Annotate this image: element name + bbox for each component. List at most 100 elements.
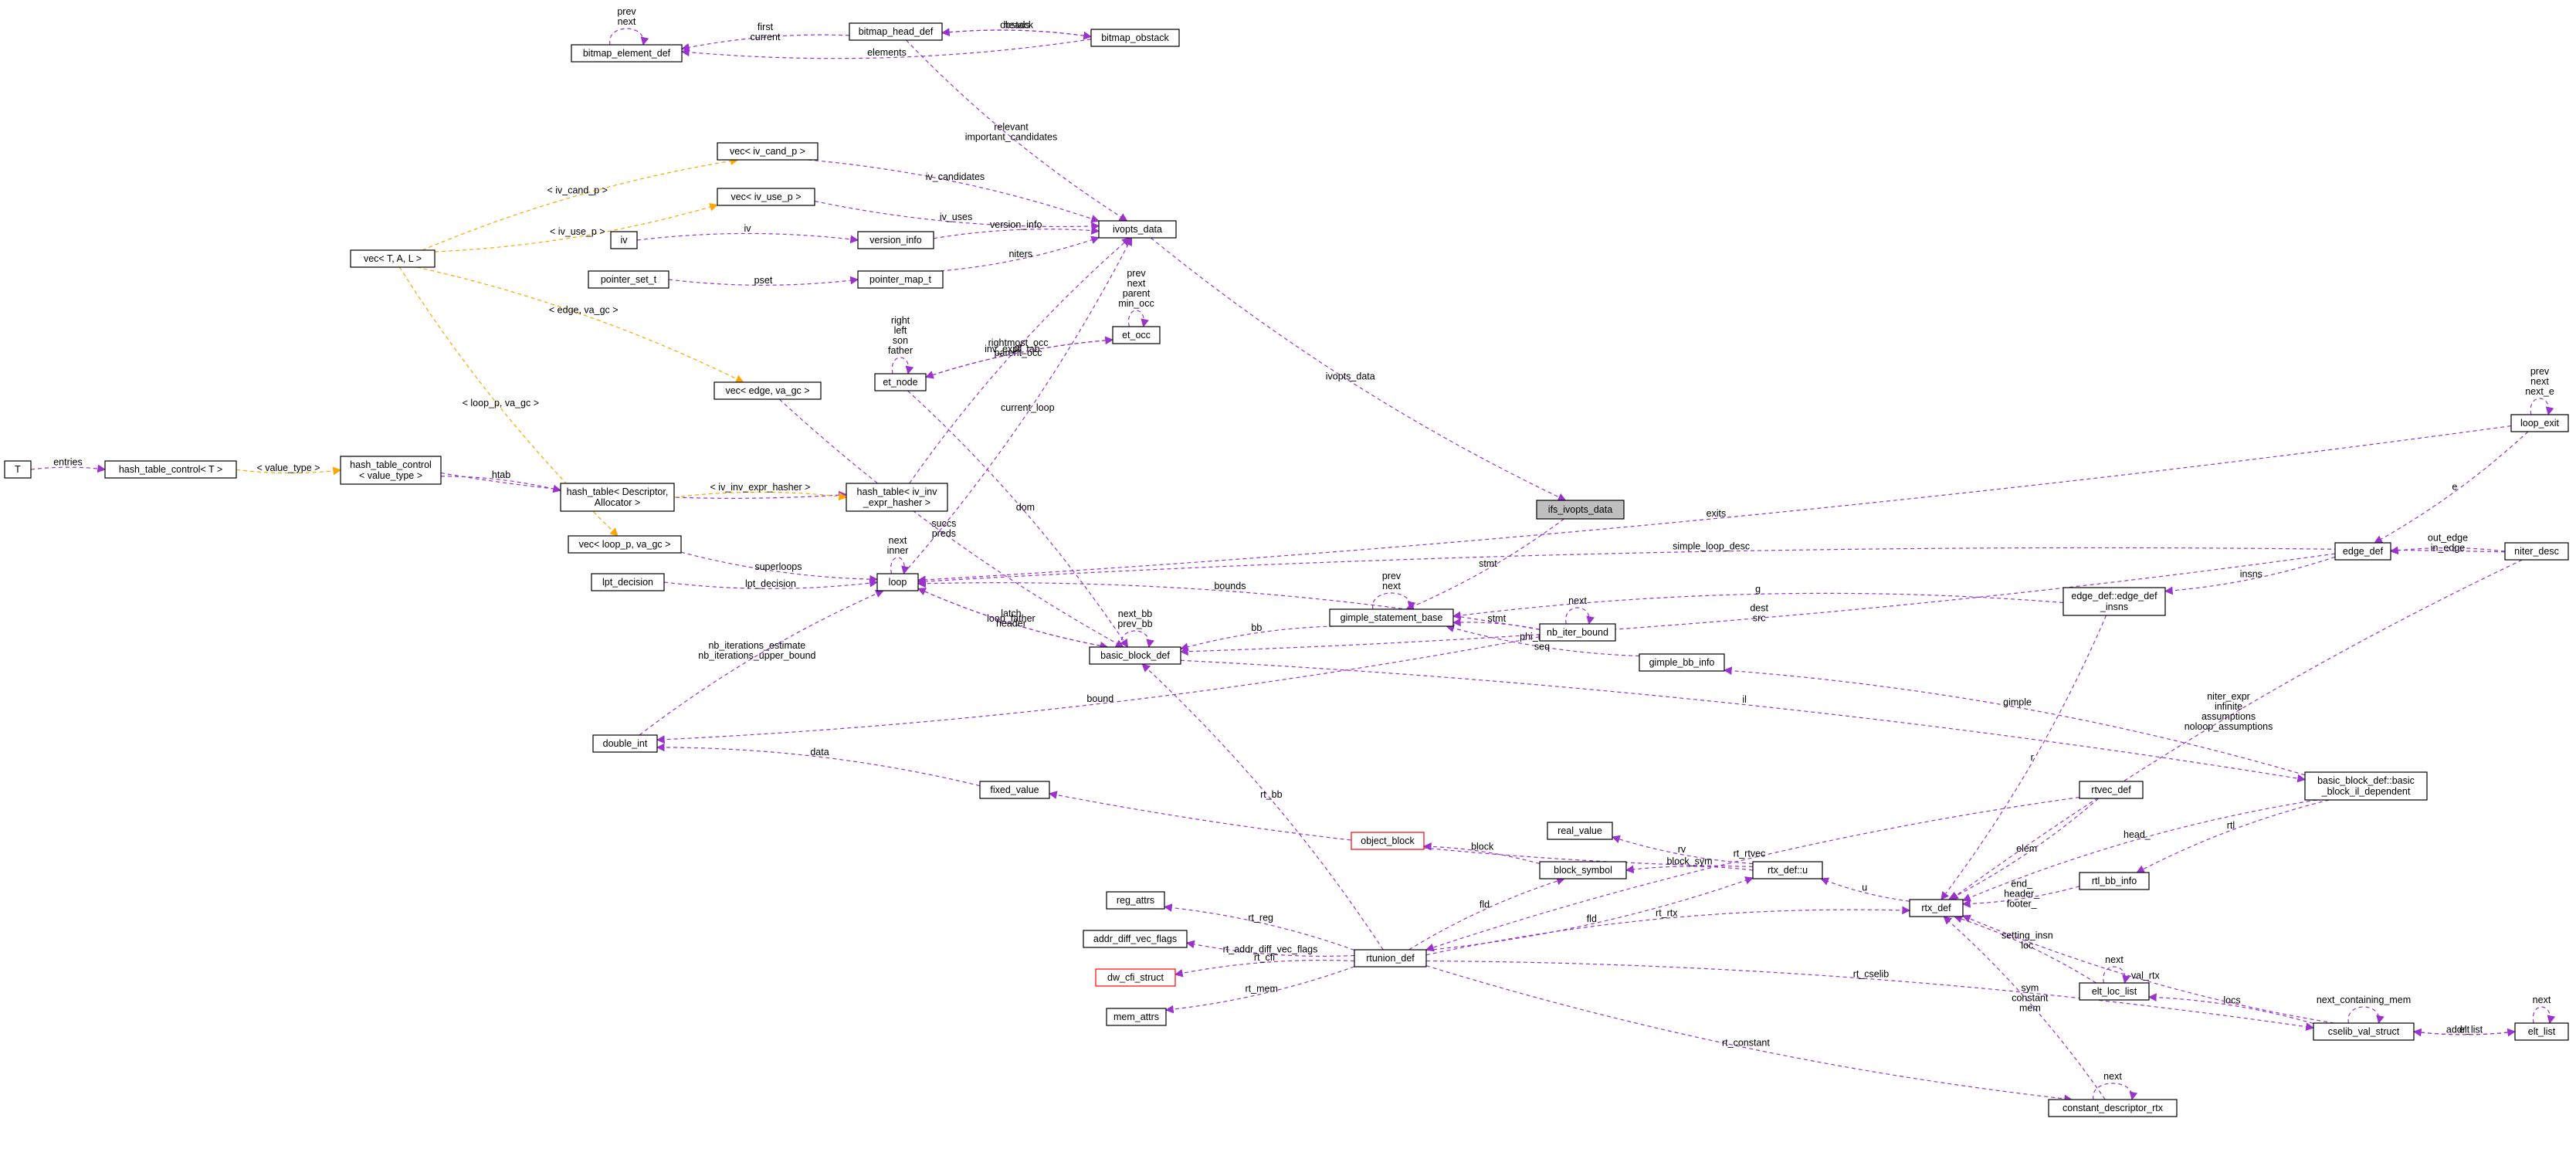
edge-line <box>907 390 1129 648</box>
node-pointer-map-t[interactable]: pointer_map_t <box>857 270 944 289</box>
edge-line <box>891 357 914 375</box>
node-cselib-val-struct[interactable]: cselib_val_struct <box>2313 1022 2415 1041</box>
node-lpt-decision[interactable]: lpt_decision <box>591 573 665 591</box>
edge-hash_table_control_T-to-hash_table_control_vt: < value_type > <box>236 463 342 476</box>
edge-label: dom <box>1016 502 1035 513</box>
node-box <box>350 249 436 268</box>
edge-line <box>2389 546 2506 555</box>
node-constant-descriptor-rtx[interactable]: constant_descriptor_rtx <box>2048 1099 2178 1117</box>
node-block-symbol[interactable]: block_symbol <box>1539 861 1627 879</box>
node-rtx-def[interactable]: rtx_def <box>1909 899 1964 917</box>
edge-label: obstack <box>1000 20 1034 31</box>
node-ifs-ivopts-data[interactable]: ifs_ivopts_data <box>1536 500 1625 520</box>
node-label: _block_il_dependent <box>2321 786 2411 797</box>
edge-label: fld <box>1480 899 1490 910</box>
edge-label: next_e <box>2525 386 2554 397</box>
edge-label: pset <box>754 275 773 286</box>
node-mem-attrs[interactable]: mem_attrs <box>1106 1008 1167 1026</box>
node-box <box>1112 326 1161 344</box>
node-label: vec< iv_use_p > <box>730 191 801 202</box>
node-fixed-value[interactable]: fixed_value <box>979 781 1050 799</box>
edge-label: src <box>1753 612 1766 623</box>
node-double-int[interactable]: double_int <box>592 734 658 753</box>
edge-label: header <box>996 618 1026 629</box>
node-edge-def-insns[interactable]: edge_def::edge_def_insns <box>2062 587 2166 616</box>
edge-label: next <box>2533 995 2551 1005</box>
node-bitmap-head-def[interactable]: bitmap_head_def <box>849 22 943 41</box>
node-label: hash_table_control< T > <box>119 464 222 475</box>
node-et-node[interactable]: et_node <box>874 373 927 391</box>
edge-line <box>1425 796 2080 952</box>
node-object-block[interactable]: object_block <box>1351 832 1425 850</box>
node-hash-table-control-vt[interactable]: hash_table_control< value_type > <box>340 456 442 485</box>
edge-line <box>1185 940 1355 957</box>
node-vec-TAL[interactable]: vec< T, A, L > <box>350 249 436 268</box>
node-et-occ[interactable]: et_occ <box>1112 326 1161 344</box>
node-pointer-set-t[interactable]: pointer_set_t <box>588 270 669 289</box>
node-bitmap-element-def[interactable]: bitmap_element_def <box>571 44 683 63</box>
node-label: rtl_bb_info <box>2092 876 2137 886</box>
node-ivopts-data[interactable]: ivopts_data <box>1098 220 1177 239</box>
edge-line <box>236 466 342 476</box>
edge-line <box>434 202 719 252</box>
node-rtl-bb-info[interactable]: rtl_bb_info <box>2079 872 2150 890</box>
node-addr-diff-vec-flags[interactable]: addr_diff_vec_flags <box>1083 930 1188 948</box>
node-loop-exit[interactable]: loop_exit <box>2510 414 2569 432</box>
node-label: hash_table< Descriptor, <box>567 486 669 497</box>
node-label: cselib_val_struct <box>2328 1026 2400 1037</box>
edge-label: next <box>1568 595 1587 606</box>
edge-line <box>1452 592 2064 620</box>
edge-label: in_edge <box>2431 543 2466 554</box>
node-niter-desc[interactable]: niter_desc <box>2504 542 2569 561</box>
edge-vec_TAL-to-vec_edge: < edge, va_gc > <box>416 266 744 383</box>
edge-rtunion_def-to-rtx_def_u: fld <box>1425 876 1754 951</box>
node-rtx-def-u[interactable]: rtx_def::u <box>1752 861 1823 879</box>
edge-vec_TAL-to-vec_iv_use: < iv_use_p > <box>434 202 719 252</box>
node-label: lpt_decision <box>602 577 653 588</box>
node-vec-iv-use[interactable]: vec< iv_use_p > <box>717 188 815 206</box>
edge-label: of <box>1014 342 1022 353</box>
edge-line <box>2413 1028 2517 1037</box>
edge-label: val_rtx <box>2131 970 2161 981</box>
edge-label: iv <box>744 223 751 234</box>
node-real-value[interactable]: real_value <box>1547 822 1613 840</box>
node-rtvec-def[interactable]: rtvec_def <box>2079 781 2144 799</box>
node-bb-il-dep[interactable]: basic_block_def::basic_block_il_dependen… <box>2304 771 2428 801</box>
edge-label: bound <box>1086 693 1113 704</box>
node-vec-loop[interactable]: vec< loop_p, va_gc > <box>568 535 682 554</box>
node-box <box>1351 832 1425 850</box>
node-gimple-statement-base[interactable]: gimple_statement_base <box>1329 608 1454 627</box>
node-iv[interactable]: iv <box>610 231 638 249</box>
node-nb-iter-bound[interactable]: nb_iter_bound <box>1539 623 1616 642</box>
node-rtunion-def[interactable]: rtunion_def <box>1354 949 1427 968</box>
node-dw-cfi-struct[interactable]: dw_cfi_struct <box>1095 968 1176 987</box>
edge-rtvec_def-to-rtx_def: elem <box>1947 798 2100 900</box>
node-box <box>1539 861 1627 879</box>
node-bitmap-obstack[interactable]: bitmap_obstack <box>1090 29 1180 47</box>
node-gimple-bb-info[interactable]: gimple_bb_info <box>1639 653 1725 672</box>
edge-label: prev <box>617 6 636 17</box>
edge-nb_iter_bound-to-loop: bounds <box>917 579 1541 630</box>
node-box <box>1106 891 1165 910</box>
edge-label: rightmost_occ <box>988 337 1049 348</box>
node-vec-iv-cand[interactable]: vec< iv_cand_p > <box>717 142 819 161</box>
node-hash-table-desc[interactable]: hash_table< Descriptor,Allocator > <box>560 483 675 512</box>
node-vec-edge[interactable]: vec< edge, va_gc > <box>713 381 822 400</box>
edge-label: htab <box>492 469 510 480</box>
node-box <box>1098 220 1177 239</box>
node-edge-def[interactable]: edge_def <box>2334 542 2391 561</box>
node-label: rtx_def::u <box>1768 865 1808 876</box>
node-hash-table-control-T[interactable]: hash_table_control< T > <box>104 460 237 479</box>
node-T[interactable]: T <box>4 460 32 479</box>
node-version-info[interactable]: version_info <box>857 231 934 249</box>
node-reg-attrs[interactable]: reg_attrs <box>1106 891 1165 910</box>
edge-double_int-to-loop: nb_iterations_estimatenb_iterations_uppe… <box>639 589 884 736</box>
node-hash-table-iv[interactable]: hash_table< iv_inv_expr_hasher > <box>846 483 948 512</box>
node-loop[interactable]: loop <box>876 573 919 591</box>
node-elt-loc-list[interactable]: elt_loc_list <box>2079 982 2150 1001</box>
node-elt-list[interactable]: elt_list <box>2514 1022 2569 1041</box>
node-label: version_info <box>869 235 921 246</box>
node-basic-block-def[interactable]: basic_block_def <box>1089 646 1181 665</box>
